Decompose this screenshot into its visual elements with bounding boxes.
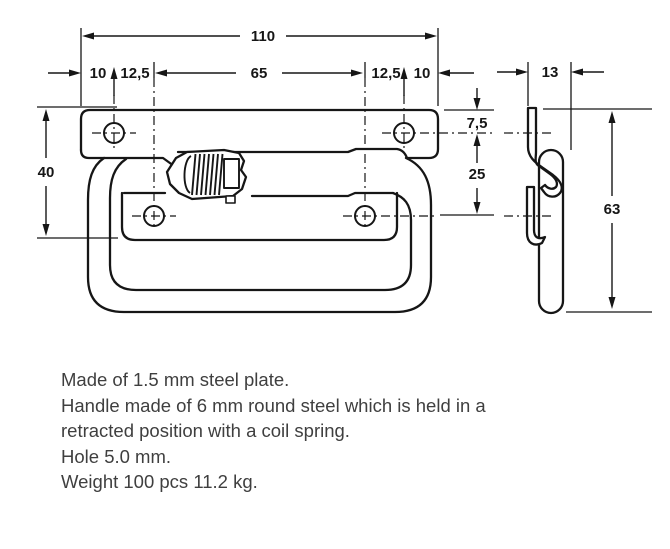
dim-40-label: 40 xyxy=(38,164,55,181)
dimension-13: 13 xyxy=(497,62,604,150)
plate-tongue xyxy=(120,191,399,242)
spring-housing xyxy=(165,148,248,204)
spec-line-handle-1: Handle made of 6 mm round steel which is… xyxy=(61,394,486,416)
coil-spring xyxy=(183,153,224,196)
dim-12-5-left-label: 12,5 xyxy=(120,65,149,82)
plate-hook-profile xyxy=(526,106,563,198)
side-view xyxy=(504,106,565,315)
dimension-40: 40 xyxy=(37,106,118,239)
handle-bail xyxy=(86,156,433,314)
housing-nub xyxy=(225,195,236,204)
dim-13-label: 13 xyxy=(542,64,559,81)
dim-63-label: 63 xyxy=(604,201,621,218)
dimension-63: 63 xyxy=(543,108,652,313)
dimension-25: 25 xyxy=(440,134,494,216)
dim-10-right-label: 10 xyxy=(414,65,431,82)
dimension-row-holes: 10 12,5 65 12,5 10 xyxy=(48,62,474,96)
dim-110-label: 110 xyxy=(251,28,275,45)
front-view xyxy=(79,78,494,314)
spec-line-weight: Weight 100 pcs 11.2 kg. xyxy=(61,471,258,493)
spec-text: Made of 1.5 mm steel plate. Handle made … xyxy=(61,367,621,495)
mounting-plate xyxy=(79,108,440,168)
dim-7-5-label: 7,5 xyxy=(467,115,488,132)
grip-bar xyxy=(176,147,409,198)
dimension-7-5: 7,5 xyxy=(444,88,494,132)
dim-10-left-label: 10 xyxy=(90,65,107,82)
screw-holes xyxy=(103,122,415,227)
pivot-block xyxy=(223,158,240,189)
dim-65-label: 65 xyxy=(251,65,268,82)
dim-12-5-right-label: 12,5 xyxy=(371,65,400,82)
spec-line-hole: Hole 5.0 mm. xyxy=(61,445,172,467)
side-centerlines xyxy=(504,132,553,217)
spec-line-handle-2: retracted position with a coil spring. xyxy=(61,420,350,442)
centerlines xyxy=(92,78,494,230)
technical-drawing: 110 10 12,5 65 12,5 10 xyxy=(37,28,652,315)
tongue-profile xyxy=(525,185,547,246)
dim-25-label: 25 xyxy=(469,166,486,183)
dimension-110: 110 xyxy=(80,28,439,106)
spec-line-material: Made of 1.5 mm steel plate. xyxy=(61,369,290,390)
